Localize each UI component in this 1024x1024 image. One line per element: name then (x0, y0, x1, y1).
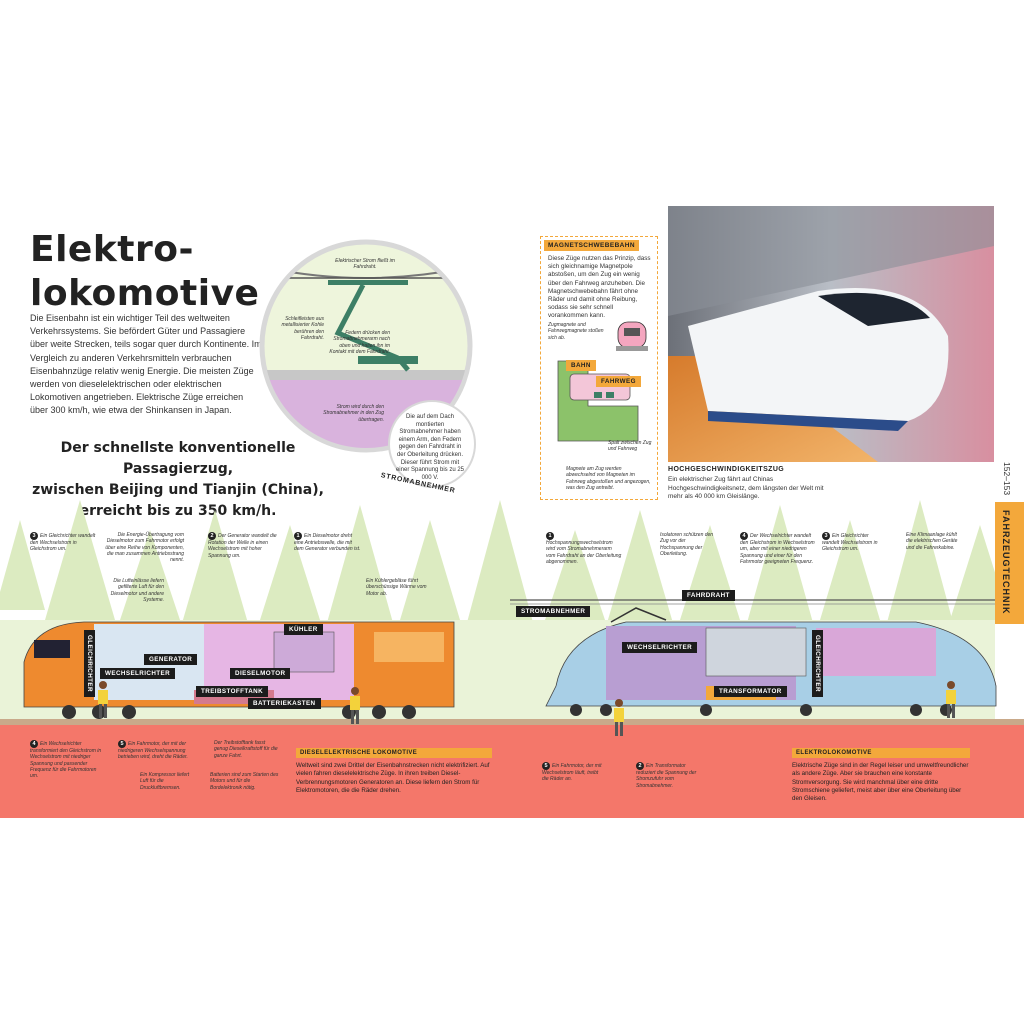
rail-track (0, 719, 1024, 725)
ground-panel (0, 725, 1024, 818)
callout-text: Hochspannungswechselstrom wird vom Strom… (546, 540, 622, 565)
label-treibstofftank: TREIBSTOFFTANK (196, 686, 269, 697)
electric-callout-ac: Eine Klimaanlage kühlt die elektrischen … (906, 532, 958, 551)
note-current: Elektrischer Strom fließt im Fahrdraht. (335, 258, 395, 271)
section-tab-label: FAHRZEUGTECHNIK (1001, 510, 1011, 615)
maglev-front-icon (616, 321, 648, 351)
note-springs: Federn drücken den Stromabnehmerarm nach… (329, 330, 390, 355)
fact-line-2: zwischen Beijing und Tianjin (China), (32, 482, 324, 498)
label-wechselrichter-diesel: WECHSELRICHTER (100, 668, 176, 679)
callout-text: Ein Transformator reduziert die Spannung… (636, 763, 697, 789)
label-gleichrichter-diesel: GLEICHRICHTER (84, 630, 95, 697)
maglev-note-magnets: Zugmagnete und Fahrwegmagnete stoßen sic… (548, 322, 604, 341)
maglev-note-gap: Spalt zwischen Zug und Fahrweg (608, 440, 652, 453)
section-tab[interactable]: FAHRZEUGTECHNIK (995, 502, 1024, 624)
worker-figure (98, 681, 108, 718)
diesel-section-text: Weltweit sind zwei Drittel der Eisenbahn… (296, 762, 490, 794)
speed-fact: Der schnellste konventionelle Passagierz… (28, 438, 328, 522)
maglev-text: Diese Züge nutzen das Prinzip, dass sich… (548, 255, 651, 320)
overhead-wire (510, 599, 995, 605)
diesel-callout-batteries: Batterien sind zum Starten des Motors un… (210, 772, 279, 791)
callout-text: Ein Dieselmotor dreht eine Antriebswelle… (294, 533, 361, 553)
electric-locomotive (545, 607, 997, 716)
label-dieselmotor: DIESELMOTOR (230, 668, 291, 679)
label-transformator: TRANSFORMATOR (714, 686, 787, 697)
callout-number: 2 (636, 762, 644, 770)
callout-number: 5 (118, 740, 126, 748)
note-strips: Schleifleisten aus metallisierter Kohle … (281, 316, 324, 341)
diesel-callout-compressor: Ein Kompressor liefert Luft für die Druc… (140, 772, 190, 791)
speed-train-title: HOCHGESCHWINDIGKEITSZUG (668, 466, 785, 473)
maglev-box (540, 236, 658, 500)
callout-number: 2 (208, 532, 216, 540)
label-wechselrichter-electric: WECHSELRICHTER (622, 642, 698, 653)
maglev-label-fahrweg: FAHRWEG (596, 376, 641, 387)
maglev-note-arm: Magnete am Zug werden abwechselnd von Ma… (566, 466, 651, 491)
diesel-callout-cooler: Ein Kühlergebläse führt überschüssige Wä… (366, 578, 427, 597)
maglev-title: MAGNETSCHWEBEBAHN (544, 240, 639, 251)
electric-callout-isolators: Isolatoren schützen den Zug vor der Hoch… (660, 532, 714, 557)
note-transfer: Strom wird durch den Stromabnehmer in de… (323, 404, 384, 423)
label-stromabnehmer: STROMABNEHMER (516, 606, 591, 617)
electric-section-text: Elektrische Züge sind in der Regel leise… (792, 762, 969, 803)
callout-text: Ein Gleichrichter wandelt Wechselstrom i… (822, 533, 878, 553)
pantograph-bubble (388, 400, 476, 488)
callout-number: 1 (546, 532, 554, 540)
page-numbers: 152–153 (1002, 462, 1012, 496)
electric-callout-1: 1Hochspannungswechselstrom wird vom Stro… (546, 532, 622, 565)
diesel-callout-energy: Die Energie-Übertragung vom Dieselmotor … (105, 532, 184, 564)
diesel-locomotive (23, 621, 455, 719)
title-line-2: lokomotive (30, 273, 260, 314)
diesel-callout-filter: Die Lufteinlässe liefern gefilterte Luft… (110, 578, 164, 603)
label-kuehler: KÜHLER (284, 624, 323, 635)
electric-section-title: ELEKTROLOKOMOTIVE (792, 748, 970, 758)
title-line-1: Elektro- (30, 229, 194, 270)
callout-number: 5 (542, 762, 550, 770)
high-speed-train-photo (668, 206, 994, 462)
worker-figure (350, 687, 360, 724)
callout-number: 4 (30, 740, 38, 748)
pantograph-bubble-text: Die auf dem Dach montierten Stromabnehme… (395, 414, 465, 481)
label-gleichrichter-electric: GLEICHRICHTER (812, 630, 823, 697)
fact-line-3: erreicht bis zu 350 km/h. (79, 503, 277, 519)
maglev-diagram (557, 360, 639, 442)
diesel-callout-tank: Der Treibstofftank fasst genug Dieselkra… (214, 740, 278, 759)
speed-train-text: Ein elektrischer Zug fährt auf Chinas Ho… (668, 476, 824, 500)
worker-figure (614, 699, 624, 736)
diesel-section-title: DIESELELEKTRISCHE LOKOMOTIVE (296, 748, 492, 758)
callout-number: 3 (822, 532, 830, 540)
callout-text: Ein Fahrmotor, der mit der niedrigeren W… (118, 741, 188, 761)
worker-figure (946, 681, 956, 718)
callout-text: Ein Wechselrichter transformiert den Gle… (30, 741, 102, 780)
callout-number: 4 (740, 532, 748, 540)
intro-paragraph: Die Eisenbahn ist ein wichtiger Teil des… (30, 313, 262, 416)
callout-number: 1 (294, 532, 302, 540)
callout-text: Ein Fahrmotor, der mit Wechselstrom läuf… (542, 763, 602, 783)
label-generator: GENERATOR (144, 654, 198, 665)
page-title: Elektro- lokomotive (30, 228, 259, 316)
label-batteriekasten: BATTERIEKASTEN (248, 698, 321, 709)
fact-line-1: Der schnellste konventionelle Passagierz… (60, 440, 296, 477)
callout-number: 3 (30, 532, 38, 540)
callout-text: Der Wechselrichter wandelt den Gleichstr… (740, 533, 815, 565)
maglev-label-bahn: BAHN (566, 360, 596, 371)
callout-text: Der Generator wandelt die Rotation der W… (208, 533, 277, 559)
callout-text: Ein Gleichrichter wandelt den Wechselstr… (30, 533, 96, 553)
label-fahrdraht: FAHRDRAHT (682, 590, 735, 601)
